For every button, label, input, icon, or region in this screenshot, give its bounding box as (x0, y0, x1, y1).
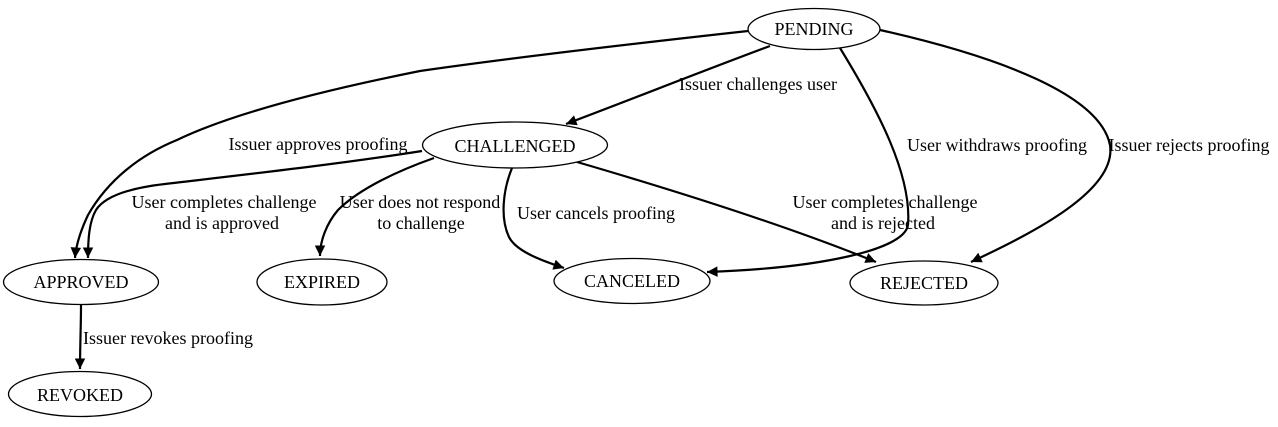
edge-label-user-cancels-proofing: User cancels proofing (517, 203, 675, 223)
node-revoked: REVOKED (7, 370, 153, 418)
node-challenged-label: CHALLENGED (455, 136, 576, 156)
node-expired-ellipse (256, 258, 388, 306)
node-pending-ellipse (747, 7, 881, 51)
edge-pending-rejected-path (879, 28, 1112, 263)
edge-label-user-does-not-respond-line2: to challenge (377, 213, 464, 233)
edge-label-user-completes-challenge-approved-line1: User completes challenge (132, 192, 317, 212)
node-expired: EXPIRED (256, 258, 388, 306)
edge-label-user-completes-challenge-rejected-line2: and is rejected (831, 213, 935, 233)
node-canceled-label: CANCELED (584, 271, 680, 291)
node-approved-label: APPROVED (33, 272, 128, 292)
edge-pending-challenged-path (565, 44, 771, 126)
edge-pending-canceled-path (706, 47, 910, 277)
edge-label-user-withdraws-proofing: User withdraws proofing (907, 135, 1087, 155)
edge-challenged-canceled: User cancels proofing (502, 167, 675, 270)
edge-pending-approved: Issuer approves proofing (70, 29, 749, 259)
node-revoked-label: REVOKED (37, 385, 123, 405)
edge-challenged-approved-path (82, 149, 423, 259)
node-approved-ellipse (2, 258, 160, 306)
edge-pending-challenged: Issuer challenges user (565, 44, 837, 126)
node-canceled-ellipse (553, 257, 711, 305)
node-canceled: CANCELED (553, 257, 711, 305)
edge-pending-approved-path (70, 29, 749, 259)
edge-pending-canceled: User withdraws proofing (706, 47, 1087, 277)
edge-challenged-expired-path (314, 156, 435, 257)
edge-pending-rejected: Issuer rejects proofing (879, 28, 1270, 263)
edge-label-issuer-approves-proofing: Issuer approves proofing (229, 134, 408, 154)
edge-label-issuer-challenges-user: Issuer challenges user (679, 74, 837, 94)
edge-label-user-completes-challenge-rejected-line1: User completes challenge (793, 192, 978, 212)
edge-challenged-expired: User does not respond to challenge (314, 156, 500, 257)
edge-label-issuer-rejects-proofing: Issuer rejects proofing (1109, 135, 1270, 155)
edge-label-user-does-not-respond-line1: User does not respond (340, 192, 500, 212)
node-revoked-ellipse (7, 370, 153, 418)
edge-challenged-rejected-path (576, 160, 877, 264)
node-challenged: CHALLENGED (421, 121, 609, 169)
node-approved: APPROVED (2, 258, 160, 306)
node-expired-label: EXPIRED (284, 272, 360, 292)
node-rejected: REJECTED (849, 260, 999, 306)
edges: Issuer challenges user Issuer approves p… (70, 28, 1270, 370)
node-rejected-ellipse (849, 260, 999, 306)
node-pending: PENDING (747, 7, 881, 51)
node-pending-label: PENDING (775, 19, 854, 39)
edge-challenged-canceled-path (502, 167, 565, 270)
edge-challenged-rejected: User completes challenge and is rejected (576, 160, 978, 264)
node-rejected-label: REJECTED (880, 273, 968, 293)
edge-approved-revoked: Issuer revokes proofing (74, 304, 253, 370)
edge-challenged-approved: User completes challenge and is approved (82, 149, 423, 259)
node-challenged-ellipse (421, 121, 609, 169)
edge-approved-revoked-path (74, 304, 86, 370)
nodes: PENDING CHALLENGED APPROVED EXPIRED CANC… (2, 7, 999, 418)
edge-label-user-completes-challenge-approved-line2: and is approved (165, 213, 279, 233)
edge-label-issuer-revokes-proofing: Issuer revokes proofing (83, 328, 253, 348)
